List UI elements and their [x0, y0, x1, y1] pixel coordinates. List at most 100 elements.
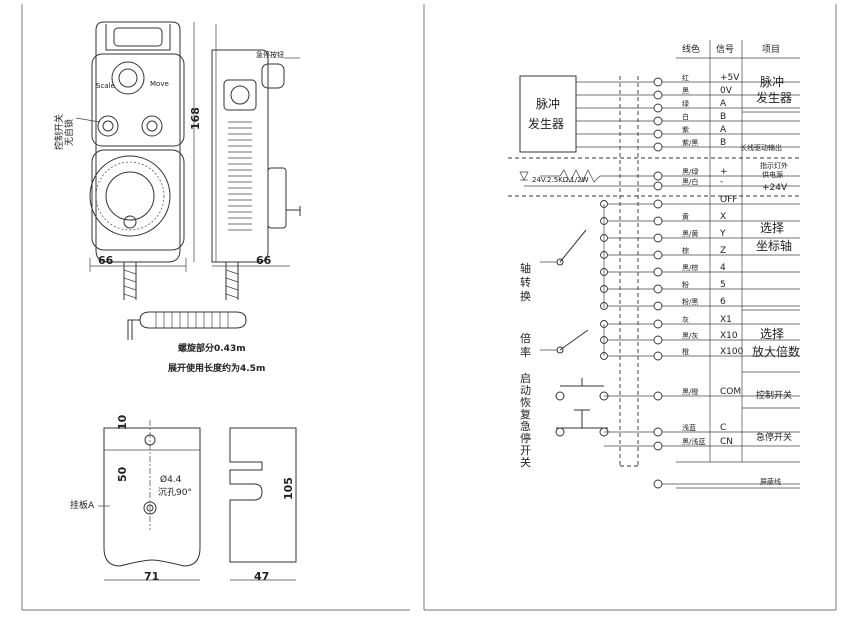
group-pulse-line2: 发生器 — [756, 90, 792, 105]
terminal — [653, 199, 663, 209]
terminal — [653, 77, 663, 87]
bracket-a-view — [103, 420, 201, 567]
wire-color-label: 绿 — [682, 99, 689, 108]
group-indicator-line3: +24V — [762, 183, 788, 193]
wire-color-label: 黑/黄 — [682, 229, 698, 238]
svg-text:Scale: Scale — [96, 82, 115, 90]
wire-color-label: 紫 — [682, 126, 689, 134]
signal-label: + — [720, 167, 728, 177]
signal-label: - — [720, 177, 723, 187]
label-estop-button: 急停按钮 — [256, 50, 284, 59]
signal-label: +5V — [720, 73, 740, 83]
terminal — [653, 116, 663, 126]
led-resistor-circuit — [519, 169, 654, 187]
generator-label-line2: 发生器 — [528, 116, 564, 131]
wire-color-label: 黑/浅蓝 — [682, 437, 705, 446]
signal-label: 4 — [720, 263, 726, 273]
terminal — [653, 216, 663, 226]
terminal — [653, 142, 663, 152]
side-label-axis: 转 — [520, 275, 531, 289]
group-indicator-line2: 供电源 — [762, 170, 783, 179]
signal-label: B — [720, 138, 726, 148]
dim-hole-spacing-label: 50 — [116, 466, 129, 482]
terminal — [653, 129, 663, 139]
group-estop-switch: 急停开关 — [756, 431, 792, 443]
rate-selector-switch — [540, 324, 605, 356]
signal-label: 0V — [720, 86, 733, 96]
terminal — [653, 250, 663, 260]
label-extended-length: 展开使用长度约为4.5m — [168, 362, 265, 374]
side-label-start: 启 — [520, 372, 531, 385]
terminal — [653, 284, 663, 294]
group-axis-line2: 坐标轴 — [756, 238, 792, 253]
generator-wires — [576, 81, 654, 148]
group-long-drive: 长线驱动输出 — [740, 143, 782, 152]
side-label-rate: 率 — [520, 345, 531, 359]
wire-color-label: 黑/绿 — [682, 167, 698, 176]
dim-pendant-height: 168 — [189, 22, 202, 262]
label-bracket-a: 挂板A — [70, 499, 95, 511]
wire-color-label: 粉 — [682, 280, 689, 289]
wire-color-label: 红 — [682, 73, 689, 82]
wire-color-label: 黄 — [682, 212, 689, 221]
wire-color-label: 紫/黑 — [682, 139, 698, 147]
terminal — [653, 427, 663, 437]
terminal — [653, 181, 663, 191]
terminal — [653, 335, 663, 345]
led-resistor-label: 24V.2.5KΩ.1/2W — [532, 176, 589, 184]
dim-pendant-width-label: 66 — [98, 254, 114, 267]
label-spring-section: 螺旋部分0.43m — [178, 342, 246, 354]
signal-label: CN — [720, 437, 733, 447]
start-resume-switch — [555, 378, 609, 401]
side-label-estop: 停 — [520, 431, 531, 445]
dim-hole-offset-label: 10 — [116, 414, 129, 430]
signal-label: X10 — [720, 331, 738, 341]
signal-label: C — [720, 423, 726, 433]
terminal — [653, 441, 663, 451]
wire-color-label: 棕 — [682, 246, 689, 255]
terminal — [653, 90, 663, 100]
group-pulse-line1: 脉冲 — [760, 74, 784, 89]
signal-label: B — [720, 112, 726, 122]
label-control-switch: 控制开关 — [53, 114, 65, 150]
group-axis-line1: 选择 — [760, 221, 784, 235]
dim-countersink-label: 沉孔90° — [158, 487, 192, 498]
signal-label: 5 — [720, 280, 726, 290]
wire-color-label: 黑/棕 — [682, 263, 698, 272]
dim-side-width-label: 66 — [256, 254, 272, 267]
signal-label: Z — [720, 246, 726, 256]
wire-color-label: 橙 — [682, 347, 689, 356]
side-label-estop: 开 — [520, 444, 531, 457]
signal-label: 6 — [720, 297, 726, 307]
terminal — [653, 351, 663, 361]
svg-text:Move: Move — [150, 80, 169, 88]
wire-color-label: 粉/黑 — [682, 297, 698, 306]
header-wire-color: 线色 — [682, 43, 700, 55]
wire-color-label: 灰 — [682, 315, 689, 324]
wire-color-label: 黑/灰 — [682, 331, 698, 340]
group-control-switch: 控制开关 — [756, 389, 792, 401]
signal-label: COM — [720, 387, 741, 397]
signal-label: OFF — [720, 195, 737, 205]
side-label-start: 动 — [520, 384, 531, 397]
terminal — [653, 301, 663, 311]
group-shield: 屏蔽线 — [760, 477, 781, 486]
signal-label: X100 — [720, 347, 744, 357]
group-magnify-line2: 放大倍数 — [752, 344, 800, 359]
side-label-axis: 换 — [520, 289, 531, 303]
side-label-rate: 倍 — [520, 331, 531, 345]
side-label-resume: 复 — [520, 407, 531, 421]
wire-color-label: 黑/橙 — [682, 387, 698, 396]
side-label-resume: 恢 — [520, 396, 531, 409]
terminal — [653, 171, 663, 181]
dim-depth-label: 47 — [254, 570, 269, 583]
estop-switch — [555, 409, 609, 437]
terminal — [653, 233, 663, 243]
pendant-front-view: Scale Move — [89, 21, 185, 300]
terminal — [653, 267, 663, 277]
signal-label: A — [720, 125, 727, 135]
wire-color-label: 浅蓝 — [682, 423, 696, 432]
terminal — [653, 319, 663, 329]
